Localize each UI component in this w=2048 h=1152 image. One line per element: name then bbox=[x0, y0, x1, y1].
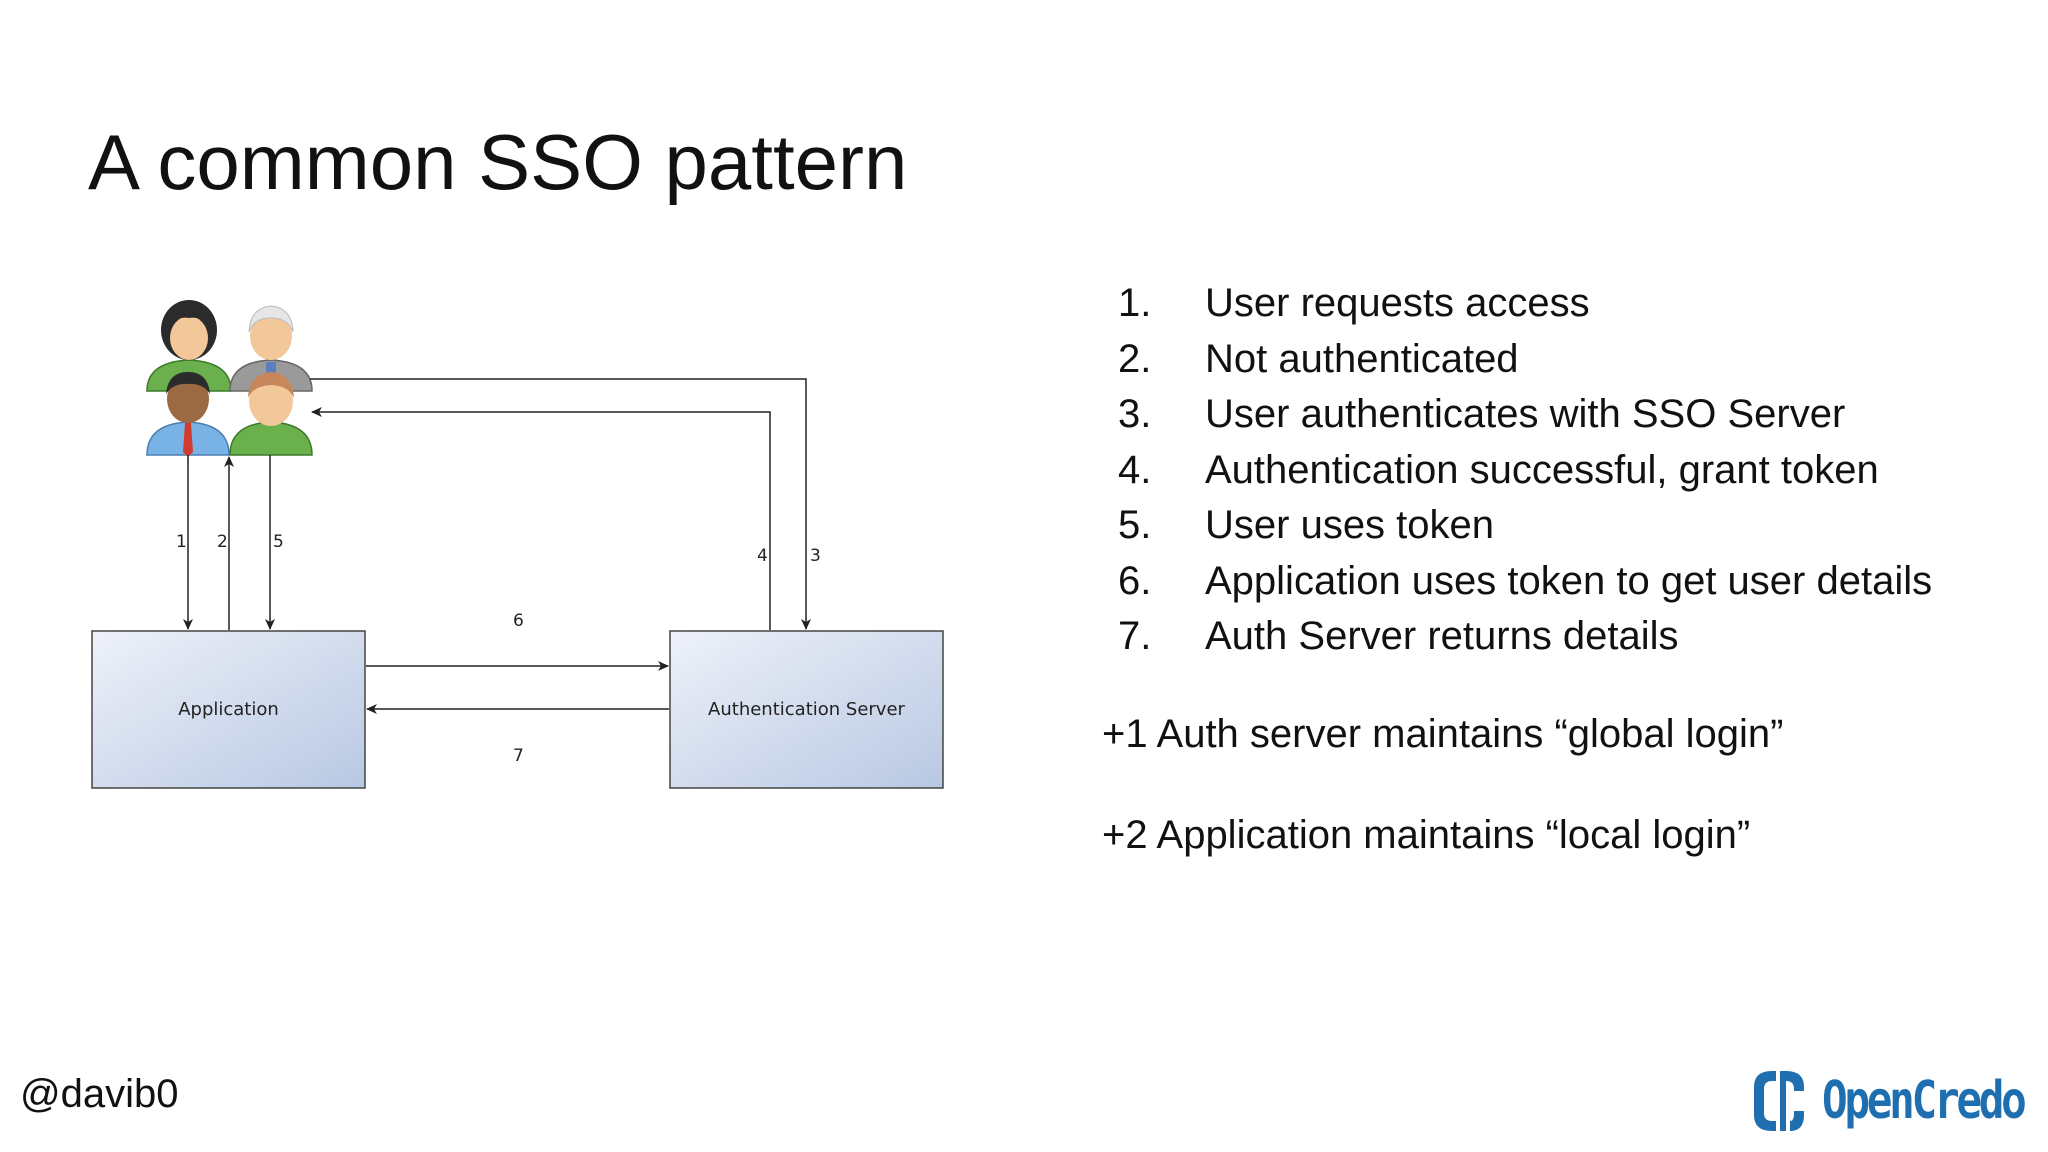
logo-text: OpenCredo bbox=[1822, 1071, 2027, 1131]
arrow-3 bbox=[310, 378, 811, 630]
man-user-icon bbox=[146, 372, 230, 457]
list-item: 2. Not authenticated bbox=[1118, 332, 1932, 388]
step-text: Not authenticated bbox=[1205, 336, 1519, 381]
opencredo-logo-icon bbox=[1754, 1071, 1804, 1131]
step-text: Application uses token to get user detai… bbox=[1205, 558, 1933, 603]
step-number: 7. bbox=[1118, 614, 1152, 658]
note-global-login: +1 Auth server maintains “global login” bbox=[1102, 712, 1784, 756]
list-item: 3. User authenticates with SSO Server bbox=[1118, 387, 1932, 443]
auth-server-label: Authentication Server bbox=[708, 699, 905, 720]
list-item: 6. Application uses token to get user det… bbox=[1118, 554, 1932, 610]
opencredo-logo: OpenCredo bbox=[1750, 1064, 2048, 1138]
step-number: 3. bbox=[1118, 392, 1152, 436]
list-item: 7. Auth Server returns details bbox=[1118, 609, 1932, 665]
arrow-label-4: 4 bbox=[757, 546, 768, 566]
arrow-label-1: 1 bbox=[176, 532, 187, 552]
step-text: User authenticates with SSO Server bbox=[1205, 392, 1846, 436]
young-user-icon bbox=[229, 372, 313, 456]
auth-server-box bbox=[669, 630, 944, 789]
step-number: 6. bbox=[1118, 558, 1152, 603]
arrow-label-3: 3 bbox=[810, 546, 821, 566]
step-text: User requests access bbox=[1205, 281, 1590, 325]
step-number: 4. bbox=[1118, 447, 1152, 492]
arrow-label-6: 6 bbox=[513, 611, 524, 631]
arrow-4 bbox=[311, 407, 771, 630]
application-label: Application bbox=[178, 699, 279, 720]
list-item: 1. User requests access bbox=[1118, 276, 1932, 332]
arrow-label-5: 5 bbox=[273, 532, 284, 552]
note-local-login: +2 Application maintains “local login” bbox=[1102, 813, 1751, 857]
step-text: Auth Server returns details bbox=[1205, 614, 1679, 658]
application-box bbox=[91, 630, 366, 789]
slide-title: A common SSO pattern bbox=[88, 118, 908, 206]
author-handle: @davib0 bbox=[20, 1072, 179, 1116]
arrow-label-2: 2 bbox=[217, 532, 228, 552]
users-group-icon bbox=[146, 300, 313, 457]
step-number: 5. bbox=[1118, 503, 1152, 547]
arrow-label-7: 7 bbox=[513, 746, 524, 766]
list-item: 4. Authentication successful, grant token bbox=[1118, 443, 1932, 499]
step-text: User uses token bbox=[1205, 503, 1495, 547]
step-number: 1. bbox=[1118, 281, 1152, 325]
step-text: Authentication successful, grant token bbox=[1205, 447, 1879, 492]
step-number: 2. bbox=[1118, 336, 1152, 381]
steps-list: 1. User requests access 2. Not authenticat… bbox=[1118, 276, 1932, 665]
list-item: 5. User uses token bbox=[1118, 498, 1932, 554]
